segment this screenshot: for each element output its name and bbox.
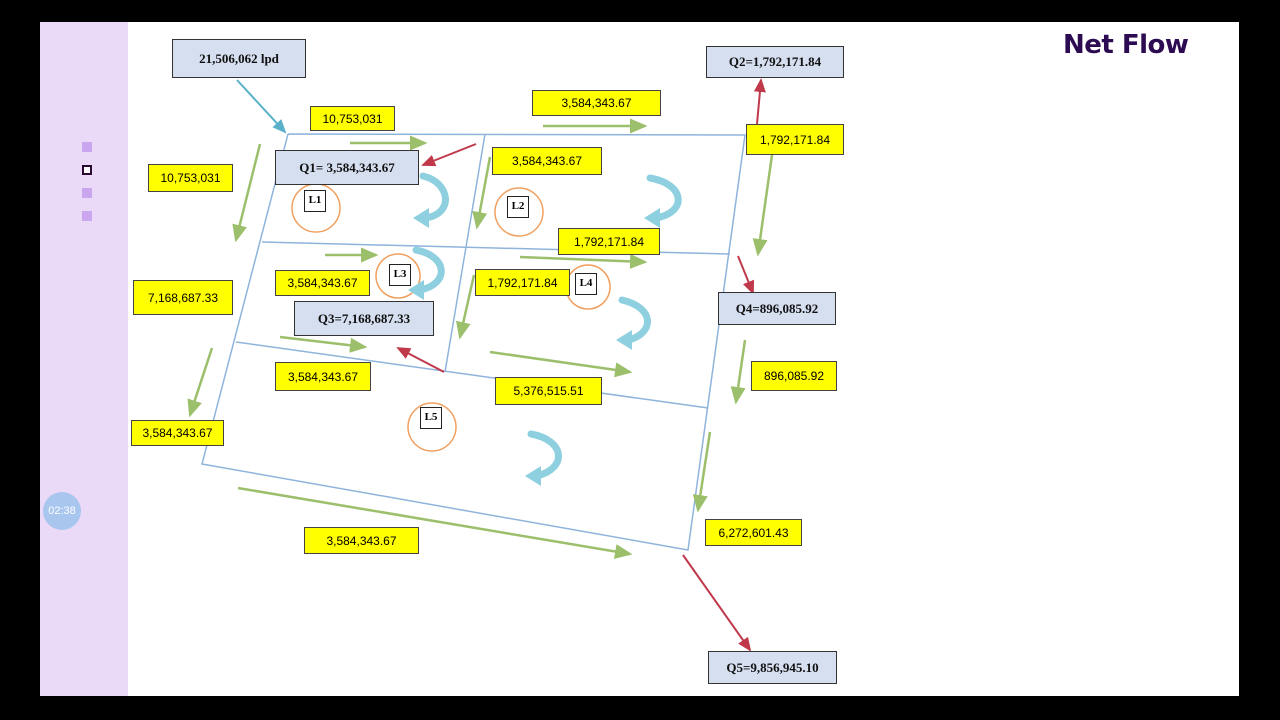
flow-label: 3,584,343.67 [275, 270, 370, 296]
flow-label: 5,376,515.51 [495, 377, 602, 405]
pipe-outline [201, 133, 746, 551]
loop-circle-l3 [375, 253, 421, 299]
flow-label: 896,085.92 [751, 361, 837, 391]
flow-arrow [237, 486, 633, 559]
flow-label: 3,584,343.67 [304, 527, 419, 554]
flow-arrow [730, 339, 747, 405]
withdrawal-arrow [737, 255, 755, 295]
loop-arrow [646, 174, 682, 222]
loop-arrowhead [644, 208, 660, 228]
withdrawal-arrow [396, 347, 445, 373]
loop-arrowhead [413, 208, 429, 228]
flow-arrow [692, 431, 712, 513]
loop-arrow [412, 246, 445, 294]
flow-arrow [519, 253, 648, 269]
flow-arrow [489, 350, 633, 378]
loop-arrow [618, 296, 651, 344]
loop-arrowhead [408, 280, 424, 300]
flow-label: 1,792,171.84 [746, 124, 844, 155]
loop-label-l5: L5 [420, 407, 442, 429]
flow-label: 6,272,601.43 [705, 519, 802, 546]
loop-label-l3: L3 [389, 264, 411, 286]
loop-arrow [527, 430, 562, 480]
flow-label: 3,584,343.67 [275, 362, 371, 391]
timer-badge: 02:38 [43, 492, 81, 530]
flow-arrow [232, 143, 262, 243]
q2-node: Q2=1,792,171.84 [706, 46, 844, 78]
loop-arrow [419, 172, 449, 222]
inflow-arrow [236, 79, 287, 134]
flow-label: 3,584,343.67 [492, 147, 602, 175]
nav-dot-1[interactable] [82, 142, 92, 152]
loop-circle-l5 [407, 402, 457, 452]
nav-dot-2[interactable] [82, 165, 92, 175]
q3-node: Q3=7,168,687.33 [294, 301, 434, 336]
loop-circle-l2 [494, 187, 544, 237]
flow-label: 3,584,343.67 [131, 420, 224, 446]
loop-label-l1: L1 [304, 190, 326, 212]
flow-arrow [187, 347, 214, 418]
pipe-network [201, 133, 746, 551]
loop-arrowhead [525, 466, 541, 486]
flow-arrow [455, 274, 476, 340]
pipe-mid-vertical [444, 133, 486, 373]
network-diagram [187, 78, 774, 652]
slide-sidebar: 02:38 [40, 22, 128, 696]
flow-arrow [472, 156, 492, 230]
q4-node: Q4=896,085.92 [718, 292, 836, 325]
flow-label: 7,168,687.33 [133, 280, 233, 315]
inflow-node: 21,506,062 lpd [172, 39, 306, 78]
flow-arrow [752, 154, 774, 257]
flow-label: 1,792,171.84 [558, 228, 660, 255]
q5-node: Q5=9,856,945.10 [708, 651, 837, 684]
pipe-h2 [235, 341, 709, 409]
loop-label-l4: L4 [575, 273, 597, 295]
flow-label: 3,584,343.67 [532, 90, 661, 116]
loop-arrowhead [616, 330, 632, 350]
flow-label: 10,753,031 [148, 164, 233, 192]
slide-title: Net Flow [1063, 30, 1189, 60]
withdrawal-arrow [682, 554, 752, 652]
q1-node: Q1= 3,584,343.67 [275, 150, 419, 185]
flow-arrow [279, 335, 368, 353]
withdrawal-arrow [421, 143, 477, 167]
flow-label: 1,792,171.84 [475, 269, 570, 296]
withdrawal-arrow [753, 78, 766, 125]
loop-label-l2: L2 [507, 196, 529, 218]
slide-frame: 02:38 Net Flow [40, 22, 1239, 696]
nav-dot-3[interactable] [82, 188, 92, 198]
nav-dot-4[interactable] [82, 211, 92, 221]
flow-label: 10,753,031 [310, 106, 395, 131]
